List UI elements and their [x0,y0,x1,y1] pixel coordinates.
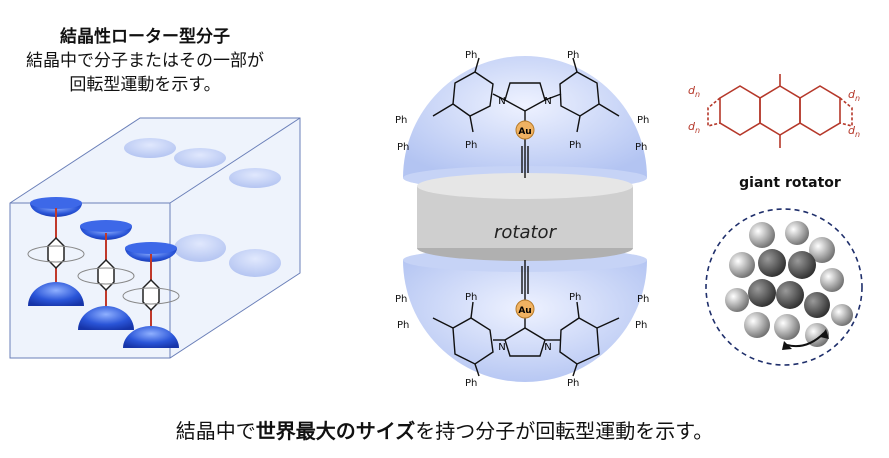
ph-label: Ph [567,378,579,389]
ph-label: Ph [635,142,647,153]
ph-label: Ph [465,140,477,151]
caption-post: を持つ分子が回転型運動を示す。 [415,419,714,443]
title-block: 結晶性ローター型分子 結晶中で分子またはその一部が 回転型運動を示す。 [0,25,290,97]
dn-label-2: dn [688,120,700,135]
ph-label: Ph [397,320,409,331]
au-label-lower: Au [518,306,531,316]
giant-rotator-structure: dn dn dn dn [688,74,860,148]
lower-ligand [432,260,620,377]
crystal-illustration [9,117,301,359]
atoms [725,221,853,347]
description-line-1: 結晶中で分子またはその一部が [26,51,264,71]
n-label-lower-2: N [544,342,551,353]
rotator-cylinder [417,173,633,261]
ph-label: Ph [395,294,407,305]
ph-label: Ph [465,50,477,61]
dn-label-3: dn [848,88,860,103]
dn-label-4: dn [848,124,860,139]
ph-label: Ph [569,140,581,151]
giant-rotator-label: giant rotator [739,175,841,191]
rotator-label: rotator [494,222,558,243]
ph-label: Ph [637,115,649,126]
ph-label: Ph [635,320,647,331]
ph-labels-upper: Ph Ph Ph Ph Ph Ph Ph Ph [395,50,649,153]
ph-label: Ph [465,378,477,389]
lower-domes [28,282,179,348]
space-filling-model [705,208,863,366]
ph-label: Ph [465,292,477,303]
gold-atom-lower [515,299,535,319]
description-line-2: 回転型運動を示す。 [69,75,221,95]
n-label-lower-1: N [498,342,505,353]
gold-atom-upper [515,120,535,140]
ph-label: Ph [569,292,581,303]
ph-label: Ph [567,50,579,61]
molecular-rotor-diagram: rotator Au N N Ph Ph Ph Ph Ph Ph Ph Ph [395,50,649,389]
ph-labels-lower: Ph Ph Ph Ph Ph Ph Ph Ph [395,292,649,389]
title: 結晶性ローター型分子 [60,27,230,47]
back-rotors [124,138,281,277]
dn-label-1: dn [688,84,700,99]
rotation-arrows [27,245,180,305]
crystal-box [9,117,301,359]
n-label-upper-2: N [544,96,551,107]
au-label-upper: Au [518,127,531,137]
ph-label: Ph [397,142,409,153]
upper-ligand [432,57,620,178]
caption-pre: 結晶中で [175,419,256,443]
ph-label: Ph [637,294,649,305]
n-label-upper-1: N [498,96,505,107]
caption-bold: 世界最大のサイズ [255,419,416,443]
caption: 結晶中で世界最大のサイズを持つ分子が回転型運動を示す。 [0,415,889,444]
ph-label: Ph [395,115,407,126]
